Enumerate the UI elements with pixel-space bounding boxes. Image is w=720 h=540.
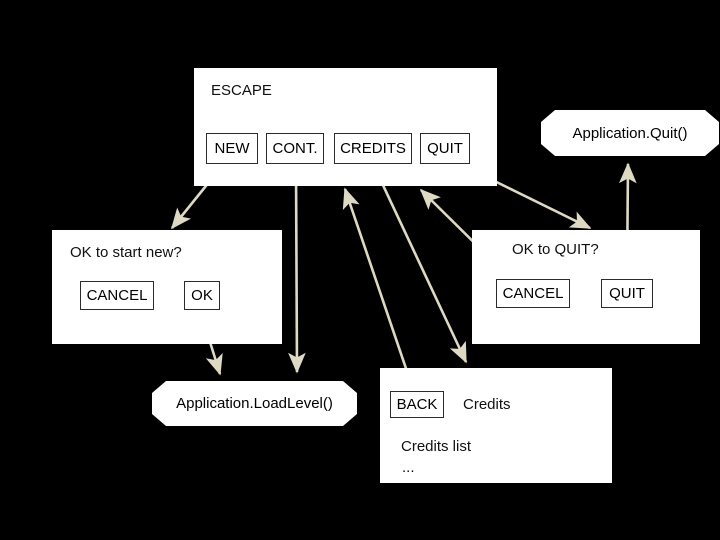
escape-screen[interactable]: ESCAPE bbox=[194, 68, 497, 186]
quit-confirm-dialog-title: OK to QUIT? bbox=[512, 241, 599, 258]
application-quit-call: Application.Quit() bbox=[541, 110, 719, 156]
escape-button-credits[interactable]: CREDITS bbox=[334, 133, 412, 164]
edge-back-to-escape bbox=[342, 187, 416, 393]
escape-button-new[interactable]: NEW bbox=[206, 133, 258, 164]
escape-screen-title: ESCAPE bbox=[211, 82, 272, 99]
credits-screen[interactable] bbox=[380, 368, 612, 483]
credits-screen-title: Credits bbox=[463, 396, 511, 413]
credits-button-back[interactable]: BACK bbox=[390, 391, 444, 418]
escape-button-cont[interactable]: CONT. bbox=[266, 133, 324, 164]
credits-body-line-2: ... bbox=[402, 459, 415, 476]
escape-button-quit[interactable]: QUIT bbox=[420, 133, 470, 164]
new-confirm-dialog-title: OK to start new? bbox=[70, 244, 182, 261]
credits-body-line-1: Credits list bbox=[401, 438, 472, 455]
edge-cont-to-loadlevel bbox=[288, 165, 306, 374]
new-confirm-button-ok[interactable]: OK bbox=[184, 281, 220, 310]
application-loadlevel-call: Application.LoadLevel() bbox=[152, 381, 357, 426]
edge-credits-to-credits-screen bbox=[372, 165, 468, 364]
quit-confirm-button-cancel[interactable]: CANCEL bbox=[496, 279, 570, 308]
new-confirm-button-cancel[interactable]: CANCEL bbox=[80, 281, 154, 310]
quit-confirm-button-quit[interactable]: QUIT bbox=[601, 279, 653, 308]
